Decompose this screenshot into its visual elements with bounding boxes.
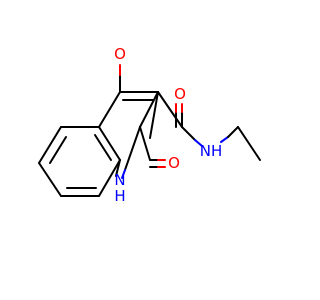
bond-c3-c2-lower — [139, 126, 151, 161]
bond-c3-carbonyl-c — [157, 91, 183, 128]
bond-c3-c2 — [149, 91, 159, 139]
substituent-bonds — [119, 64, 261, 168]
bond-n-ch2 — [227, 126, 239, 138]
bond-c8a-c4a — [98, 126, 121, 161]
molecule-structure-diagram: O H O NH O N H — [38, 45, 261, 205]
bond-c5-c6 — [38, 126, 62, 164]
ring-nitrogen-hydrogen-label: H — [114, 187, 125, 205]
benzene-ring — [38, 126, 121, 197]
ring-nitrogen-label: N — [114, 171, 125, 189]
bond-carbonyl-c-n-blue — [194, 139, 203, 147]
bond-ring-n-segment — [121, 169, 126, 179]
bond-n-ch2-blue — [220, 136, 229, 143]
bond-carbonyl-c-n — [181, 126, 196, 141]
pyridone-ring — [98, 91, 159, 179]
bond-c8a-ring-n — [115, 159, 121, 177]
atom-labels: O H O NH O N H — [114, 45, 222, 205]
hydroxyl-oxygen-label: O — [114, 45, 126, 63]
lactam-oxygen-label: O — [168, 154, 180, 172]
bond-c8a-c4a-inner — [94, 134, 112, 161]
bond-c3-c2-extra — [139, 91, 159, 128]
amide-oxygen-label: O — [174, 85, 186, 103]
bond-ch2-ch3 — [237, 126, 261, 161]
amide-nitrogen-label: NH — [200, 142, 223, 160]
bond-c2-ring-n — [124, 126, 141, 171]
bond-c6-c7 — [38, 162, 62, 197]
bond-c8-c8a — [98, 159, 121, 197]
bond-c4a-c4 — [98, 91, 121, 128]
bond-c5-c6-inner — [49, 136, 67, 164]
